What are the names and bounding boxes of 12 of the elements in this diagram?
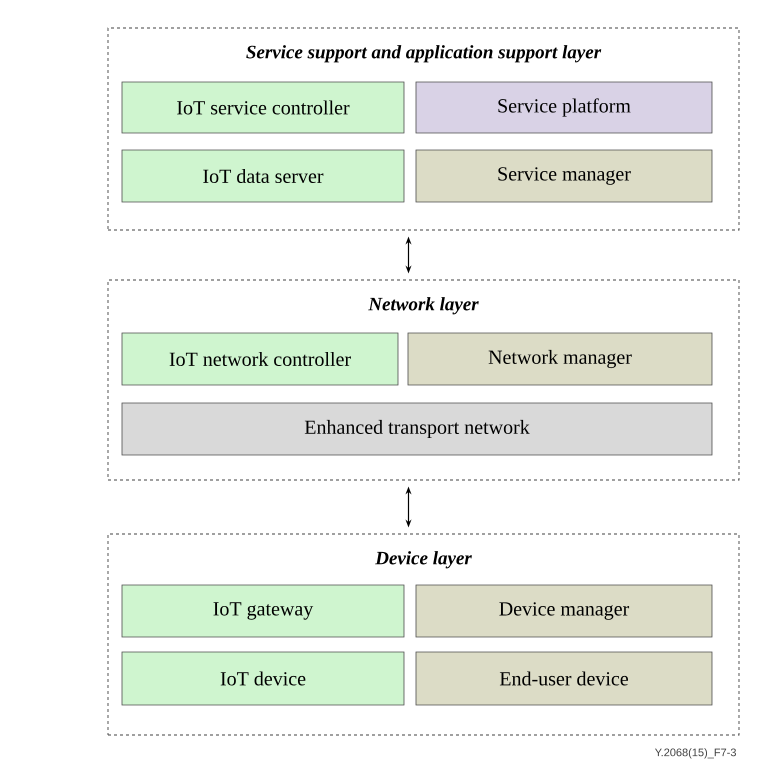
component-box: Device manager — [416, 584, 712, 638]
component-box: Service manager — [416, 150, 712, 202]
component-box: Service platform — [416, 82, 712, 134]
component-box: IoT service controller — [122, 82, 404, 134]
component-box: IoT network controller — [122, 332, 398, 386]
figure-id: Y.2068(15)_F7-3 — [654, 748, 736, 758]
component-box: Network manager — [408, 332, 712, 386]
component-box: IoT gateway — [122, 584, 404, 638]
component-box: Enhanced transport network — [122, 402, 712, 456]
component-box: IoT data server — [122, 150, 404, 202]
component-box: End-user device — [416, 652, 712, 706]
component-box: IoT device — [122, 652, 404, 706]
